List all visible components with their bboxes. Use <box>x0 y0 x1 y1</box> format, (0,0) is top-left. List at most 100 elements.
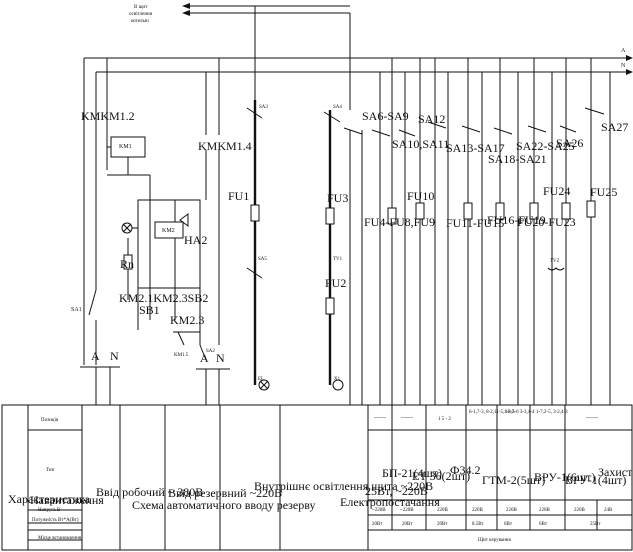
row-label-navant: Навантаження <box>30 493 104 507</box>
fu20-23-label: FU20-FU23 <box>517 215 576 229</box>
term-a2-label: A <box>200 351 209 365</box>
power-2: 20Вт <box>402 522 413 527</box>
place-value: Щит керування <box>478 538 511 543</box>
pos-2: —— <box>400 415 414 421</box>
ha2-buzzer <box>179 213 189 227</box>
fu1-label: FU1 <box>228 189 249 203</box>
fu2-label: FU2 <box>325 276 346 290</box>
pos-4: 6-1,7-3, 8-2,11-5, 12-5 <box>469 410 515 415</box>
sa26-label: SA26 <box>556 136 583 150</box>
load-2: Електропостачання <box>340 495 440 509</box>
rn-label: Rn <box>120 257 134 271</box>
sa27-label: SA27 <box>601 120 628 134</box>
row-label-napruga: Напруга В <box>38 508 61 513</box>
type-5: ВРУ-1(6шт) <box>534 470 595 484</box>
power-1: 20Вт <box>372 522 383 527</box>
power-6: 6Вт <box>539 522 548 527</box>
fu24-label: FU24 <box>543 184 570 198</box>
term-n2-label: N <box>216 351 225 365</box>
feeder-fu3 <box>323 110 344 391</box>
type-4: ГТМ-2(5шт) <box>482 473 545 487</box>
sa6-9-label: SA6-SA9 <box>362 109 409 123</box>
row-label-pozycia: Позиція <box>41 418 59 423</box>
term-a1-label: A <box>91 349 100 363</box>
spec-table <box>1 404 633 551</box>
volt-4: 220В <box>472 508 484 513</box>
top-note-line-3: котельні <box>131 19 149 24</box>
power-3: 20Вт <box>437 522 448 527</box>
fu3-label: FU3 <box>327 191 348 205</box>
km1-label: KM1 <box>119 144 132 150</box>
sa22-25-label: SA22-SA25 <box>516 139 575 153</box>
power-4: 8.5Вт <box>472 522 485 527</box>
row-label-misce: Місце встановлення <box>38 536 82 541</box>
ha2-label: HA2 <box>184 233 207 247</box>
pos-7: —— <box>585 415 599 421</box>
row-label-typ: Тип <box>46 468 55 473</box>
volt-7: 220В <box>574 508 586 513</box>
phase-a-label: A <box>621 48 626 54</box>
sa18-21-label: SA18-SA21 <box>488 152 547 166</box>
sa10-11-label: SA10,SA11 <box>392 137 449 151</box>
sa3-label: SA3 <box>259 105 268 110</box>
type-2: ЕТ 36(2шт) <box>412 469 470 483</box>
col-vvid-robochyi: Ввід робочий ~ 380В <box>96 485 203 499</box>
volt-3: 220В <box>437 508 449 513</box>
sb1-label: SB1 <box>139 303 160 317</box>
sa4-label: SA4 <box>333 105 342 110</box>
km23-label: KM2.1KM2.3SB2 <box>119 291 208 305</box>
sa1-label: SA1 <box>71 307 82 313</box>
km-left-label: KMKM1.2 <box>81 109 135 123</box>
x1-label: X1 <box>334 377 341 382</box>
el-label: EL <box>258 377 264 382</box>
top-note-line-2: освітлення <box>129 12 153 17</box>
pos-3: 1 5 - 2 <box>438 417 451 422</box>
volt-8: 24В <box>604 508 613 513</box>
phase-n-label: N <box>621 63 626 69</box>
tv2-label: TV2 <box>550 259 560 264</box>
km23b-label: KM2.3 <box>170 313 204 327</box>
row-label-harakter: Характеристика <box>8 492 91 506</box>
right-feeders <box>343 58 611 405</box>
top-note-line-1: В щит <box>134 5 148 10</box>
power-7: 25Вт <box>590 522 601 527</box>
term-n1-label: N <box>110 349 119 363</box>
pos-6: 1-7,2-5, 3-2,4-3 <box>536 410 568 415</box>
feeder-fu1 <box>246 100 270 391</box>
col-avr: Схема автоматичного вводу резерву <box>132 498 316 512</box>
volt-6: 220В <box>539 508 551 513</box>
km-mid-label: KMKM1.4 <box>198 139 252 153</box>
type-7: Захист <box>598 465 633 479</box>
busbars <box>84 55 633 75</box>
km2-label: KM2 <box>162 228 175 234</box>
pos-1: —— <box>373 415 387 421</box>
volt-2: ~220В <box>400 508 414 513</box>
sa1-switch <box>88 289 97 316</box>
type-1: БП-21(4шт) <box>382 466 442 480</box>
col-vvid-rezervnyi: Ввід резервний ~220В <box>168 486 282 500</box>
sa12-label: SA12 <box>418 112 445 126</box>
sa5-label: SA5 <box>258 257 267 262</box>
fu25-label: FU25 <box>590 185 617 199</box>
km15-label: KM1.5 <box>174 353 189 358</box>
fu11-15-label: FU11-FU15 <box>446 216 504 230</box>
left-supply-lines <box>83 58 108 365</box>
fu4-8-label: FU4-FU8,FU9 <box>364 215 435 229</box>
type-6: ВРУ-1(4шт) <box>565 473 626 487</box>
km2-coil <box>154 221 184 239</box>
volt-1: ~220В <box>372 508 386 513</box>
tv2-transformer <box>547 267 565 271</box>
sa2-label: SA2 <box>206 349 215 354</box>
volt-5: 220В <box>506 508 518 513</box>
pos-5: 1-8,2-6 3-3,4-4 <box>504 410 535 415</box>
control-block <box>137 199 201 345</box>
power-5: 6Вт <box>504 522 513 527</box>
top-arrows <box>182 3 351 110</box>
fu10-label: FU10 <box>407 189 434 203</box>
col-osvitlennia: Внутрішнє освітлення щита ~220В <box>254 479 433 493</box>
type-3: Ф34.2 <box>450 463 480 477</box>
fu16-19-label: FU16-FU19 <box>487 213 546 227</box>
load-1: 25Вт, ~220В <box>365 484 428 498</box>
row-label-potuzh: Потужність Вт*А(Вт) <box>32 518 79 523</box>
